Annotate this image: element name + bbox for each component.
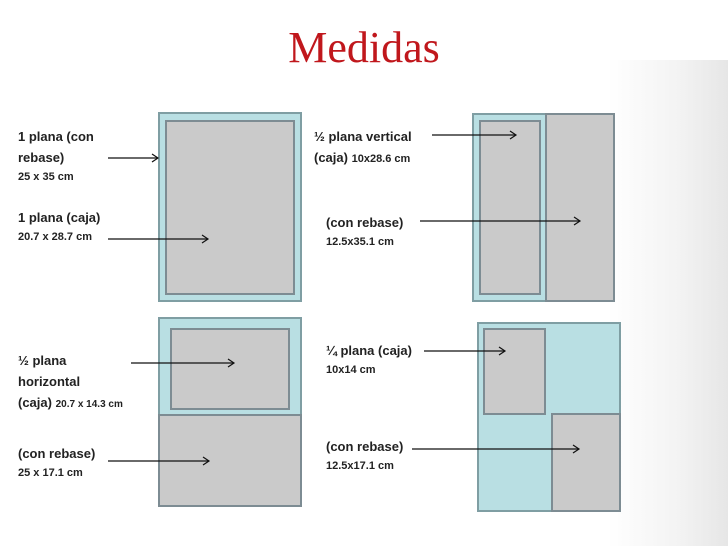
quarter-rebase-label: (con rebase) 12.5x17.1 cm [326,439,404,472]
half-vertical-label: ½ plana vertical (caja) 10x28.6 cm [314,129,412,165]
quarter-caja-box [483,328,546,415]
arrow-quarter-caja [424,346,507,356]
half-horizontal-label: ½ plana horizontal (caja) 20.7 x 14.3 cm [18,353,123,410]
arrow-full-caja [108,234,210,244]
background-decoration [608,60,728,546]
half-horizontal-caja-box [170,328,290,410]
quarter-caja-label: ¼ plana (caja) 10x14 cm [326,343,412,376]
quarter-rebase-box [551,413,621,512]
page-title: Medidas [288,23,440,72]
arrow-half-vertical [432,130,518,140]
half-vertical-rebase-label: (con rebase) 12.5x35.1 cm [326,215,404,248]
arrow-quarter-rebase [412,444,581,454]
arrow-half-horizontal [131,358,236,368]
arrow-half-horizontal-rebase [108,456,211,466]
arrow-full-con-rebase [108,153,160,163]
full-page-caja-box [165,120,295,295]
full-caja-label: 1 plana (caja) 20.7 x 28.7 cm [18,210,101,243]
half-vertical-rebase-box [545,113,615,302]
full-con-rebase-label: 1 plana (con rebase) 25 x 35 cm [18,129,94,183]
arrow-half-vertical-rebase [420,216,582,226]
half-vertical-caja-box [479,120,541,295]
half-horizontal-rebase-label: (con rebase) 25 x 17.1 cm [18,446,96,479]
